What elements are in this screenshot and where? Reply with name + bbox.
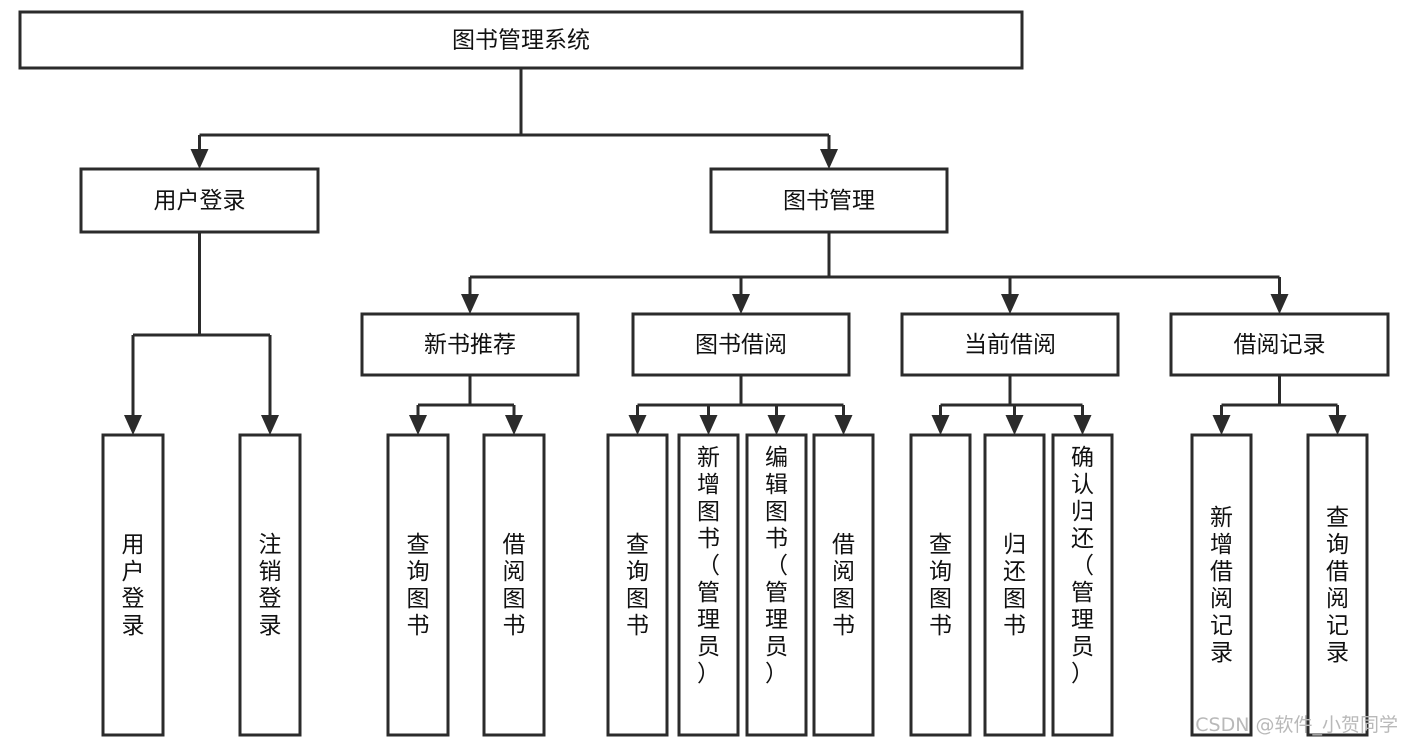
node-book-borrow[interactable]: 图书借阅 xyxy=(631,312,851,377)
node-box-leaf-borrow-book-rec xyxy=(482,433,546,737)
edge-arrowhead-ul-1 xyxy=(261,415,279,435)
node-leaf-query-book-borrow[interactable]: 查询图书 xyxy=(606,433,669,737)
edge-arrowhead-bm-2 xyxy=(1001,294,1019,314)
edge-arrowhead-nbr-1 xyxy=(505,415,523,435)
edge-arrowhead-bb-3 xyxy=(834,415,853,435)
node-label-leaf-borrow-book-rec: 借阅图书 xyxy=(503,532,526,639)
node-box-leaf-query-record xyxy=(1306,433,1369,737)
node-label-leaf-return-book: 归还图书 xyxy=(1003,532,1026,639)
edge-arrowhead-cb-2 xyxy=(1073,415,1092,435)
node-box-leaf-borrow-book xyxy=(812,433,875,737)
node-box-leaf-query-book-borrow xyxy=(606,433,669,737)
node-label-leaf-user-login: 用户登录 xyxy=(122,532,145,639)
node-new-book-rec[interactable]: 新书推荐 xyxy=(360,312,580,377)
edges-layer xyxy=(124,68,1347,435)
node-box-user-login xyxy=(79,167,320,234)
node-box-new-book-rec xyxy=(360,312,580,377)
node-label-book-manage: 图书管理 xyxy=(783,188,875,214)
node-box-borrow-record xyxy=(1169,312,1390,377)
edge-arrowhead-bm-0 xyxy=(461,294,479,314)
node-box-leaf-return-book xyxy=(983,433,1046,737)
node-label-borrow-record: 借阅记录 xyxy=(1234,332,1326,358)
node-leaf-query-book-rec[interactable]: 查询图书 xyxy=(386,433,450,737)
edge-arrowhead-nbr-0 xyxy=(409,415,427,435)
node-label-leaf-logout: 注销登录 xyxy=(259,532,282,639)
node-box-root xyxy=(18,10,1024,70)
edge-arrowhead-br-0 xyxy=(1212,415,1231,435)
node-leaf-user-login[interactable]: 用户登录 xyxy=(101,433,165,737)
node-user-login[interactable]: 用户登录 xyxy=(79,167,320,234)
node-leaf-add-book[interactable]: 新增图书（管理员） xyxy=(677,433,740,737)
node-label-leaf-query-record: 查询借阅记录 xyxy=(1326,505,1349,666)
nodes-layer: 图书管理系统用户登录图书管理新书推荐图书借阅当前借阅借阅记录用户登录注销登录查询… xyxy=(18,10,1390,737)
node-box-leaf-add-book xyxy=(677,433,740,737)
edge-arrowhead-bb-0 xyxy=(628,415,647,435)
node-leaf-confirm-return[interactable]: 确认归还（管理员） xyxy=(1051,433,1114,737)
csdn-watermark: CSDN @软件_小贺同学 xyxy=(1195,714,1398,736)
node-root[interactable]: 图书管理系统 xyxy=(18,10,1024,70)
node-box-leaf-add-record xyxy=(1190,433,1253,737)
node-label-current-borrow: 当前借阅 xyxy=(964,332,1056,358)
edge-arrowhead-cb-0 xyxy=(931,415,950,435)
node-leaf-query-record[interactable]: 查询借阅记录 xyxy=(1306,433,1369,737)
edge-arrowhead-root-0 xyxy=(190,149,209,169)
edge-arrowhead-br-1 xyxy=(1328,415,1347,435)
node-leaf-edit-book[interactable]: 编辑图书（管理员） xyxy=(745,433,808,737)
node-label-leaf-query-book-cur: 查询图书 xyxy=(929,532,952,639)
node-label-leaf-edit-book: 编辑图书（管理员） xyxy=(765,445,788,687)
node-book-manage[interactable]: 图书管理 xyxy=(709,167,949,234)
node-box-leaf-query-book-cur xyxy=(909,433,972,737)
node-label-leaf-borrow-book: 借阅图书 xyxy=(832,532,855,639)
node-leaf-borrow-book[interactable]: 借阅图书 xyxy=(812,433,875,737)
node-box-book-manage xyxy=(709,167,949,234)
node-box-leaf-edit-book xyxy=(745,433,808,737)
node-leaf-return-book[interactable]: 归还图书 xyxy=(983,433,1046,737)
node-box-leaf-confirm-return xyxy=(1051,433,1114,737)
node-label-leaf-query-book-rec: 查询图书 xyxy=(407,532,430,639)
node-box-leaf-user-login xyxy=(101,433,165,737)
node-label-new-book-rec: 新书推荐 xyxy=(424,332,516,358)
edge-arrowhead-bm-1 xyxy=(732,294,750,314)
edge-arrowhead-ul-0 xyxy=(124,415,142,435)
node-box-leaf-query-book-rec xyxy=(386,433,450,737)
node-box-current-borrow xyxy=(900,312,1120,377)
node-label-leaf-query-book-borrow: 查询图书 xyxy=(626,532,649,639)
node-label-user-login: 用户登录 xyxy=(154,188,246,214)
node-label-root: 图书管理系统 xyxy=(452,28,590,54)
node-leaf-add-record[interactable]: 新增借阅记录 xyxy=(1190,433,1253,737)
node-label-book-borrow: 图书借阅 xyxy=(695,332,787,358)
node-label-leaf-add-record: 新增借阅记录 xyxy=(1210,505,1233,666)
edge-arrowhead-cb-1 xyxy=(1005,415,1024,435)
edge-arrowhead-bb-2 xyxy=(767,415,786,435)
edge-arrowhead-bm-3 xyxy=(1270,294,1289,314)
node-borrow-record[interactable]: 借阅记录 xyxy=(1169,312,1390,377)
node-leaf-logout[interactable]: 注销登录 xyxy=(238,433,302,737)
node-current-borrow[interactable]: 当前借阅 xyxy=(900,312,1120,377)
node-leaf-query-book-cur[interactable]: 查询图书 xyxy=(909,433,972,737)
node-box-book-borrow xyxy=(631,312,851,377)
edge-arrowhead-bb-1 xyxy=(699,415,718,435)
node-box-leaf-logout xyxy=(238,433,302,737)
node-label-leaf-add-book: 新增图书（管理员） xyxy=(697,445,720,687)
node-label-leaf-confirm-return: 确认归还（管理员） xyxy=(1071,445,1094,687)
node-leaf-borrow-book-rec[interactable]: 借阅图书 xyxy=(482,433,546,737)
edge-arrowhead-root-1 xyxy=(820,149,838,169)
